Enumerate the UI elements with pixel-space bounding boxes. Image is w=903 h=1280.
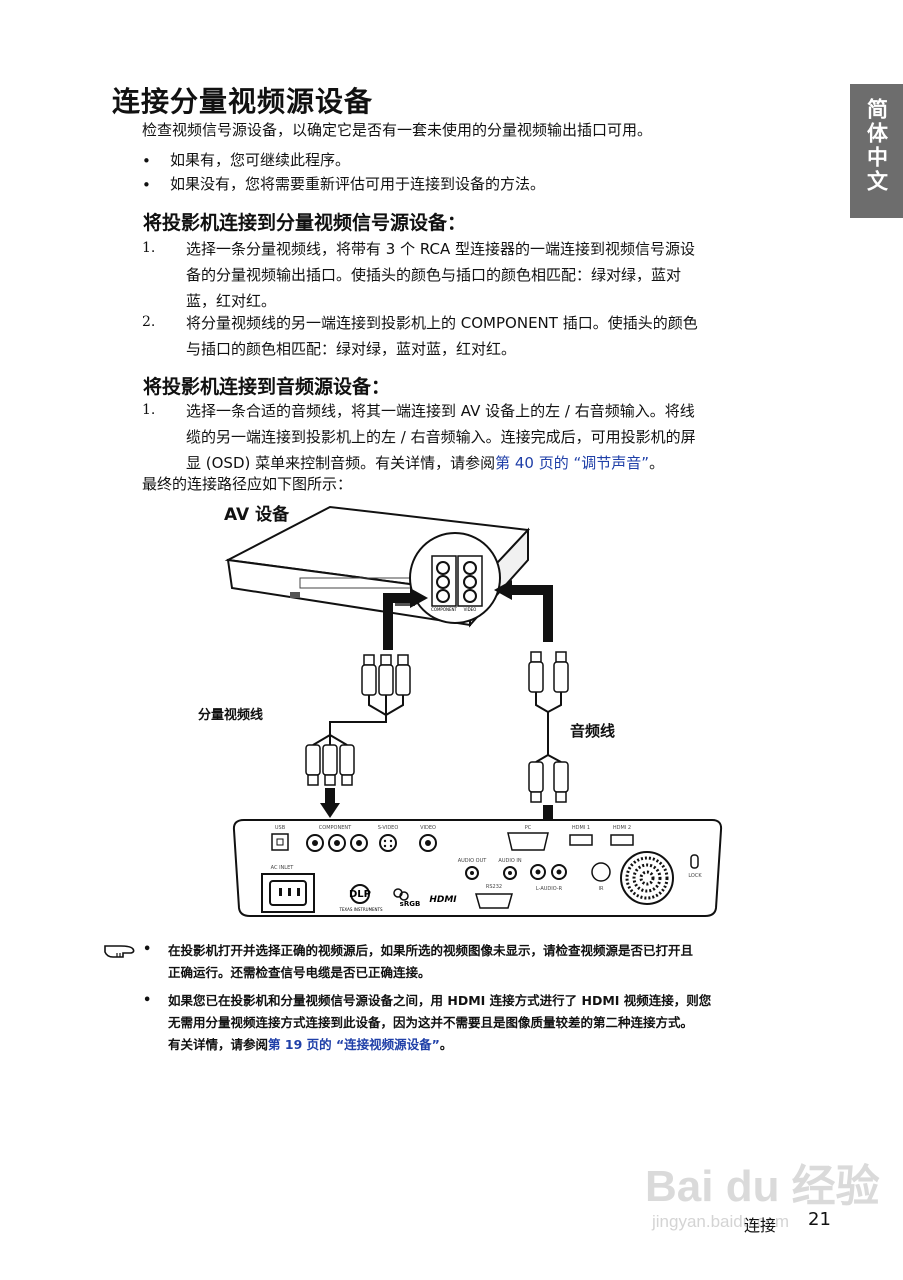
bullet-marker: • <box>142 152 151 170</box>
port-label: USB <box>275 825 286 831</box>
step-2-text: 将分量视频线的另一端连接到投影机上的 COMPONENT 插口。使插头的颜色 与… <box>186 314 698 358</box>
note-1: 在投影机打开并选择正确的视频源后，如果所选的视频图像未显示，请检查视频源是否已打… <box>168 943 694 980</box>
note-hand-icon <box>104 945 135 958</box>
step-1-text: 选择一条分量视频线，将带有 3 个 RCA 型连接器的一端连接到视频信号源设 备… <box>186 240 696 310</box>
audio-cable-label: 音频线 <box>570 722 616 740</box>
srgb-logo: sRGB <box>400 900 421 908</box>
link-connect-video-source[interactable]: 第 19 页的 “连接视频源设备” <box>268 1037 440 1052</box>
page-number: 21 <box>808 1209 831 1230</box>
intro-text: 检查视频信号源设备，以确定它是否有一套未使用的分量视频输出插口可用。 <box>142 121 653 139</box>
language-tab: 简体中文 <box>850 84 903 218</box>
port-label: HDMI 1 <box>572 825 590 831</box>
final-line: 最终的连接路径应如下图所示： <box>142 475 353 493</box>
component-cable-label: 分量视频线 <box>198 708 264 723</box>
dlp-logo: DLP <box>349 889 371 900</box>
bullet-marker: • <box>142 176 151 194</box>
port-label: VIDEO <box>420 825 436 831</box>
audio-step-text: 选择一条合适的音频线，将其一端连接到 AV 设备上的左 / 右音频输入。将线 缆… <box>186 402 696 472</box>
port-label: L-AUDIO-R <box>536 886 563 892</box>
section-heading-audio: 将投影机连接到音频源设备： <box>143 376 391 398</box>
port-label: S-VIDEO <box>378 825 399 831</box>
port-label: AUDIO IN <box>498 858 521 864</box>
step-number: 2. <box>142 314 156 330</box>
link-adjust-sound[interactable]: 第 40 页的 “调节声音” <box>495 454 650 472</box>
watermark-logo: Bai du 经验 <box>645 1162 880 1211</box>
av-panel-label: VIDEO <box>464 607 477 612</box>
note-bullet: • <box>143 942 152 957</box>
av-panel-label: COMPONENT <box>431 607 457 612</box>
port-label: COMPONENT <box>319 825 352 831</box>
port-label: HDMI 2 <box>613 825 631 831</box>
port-label: IR <box>599 886 604 892</box>
port-label: RS232 <box>486 884 502 890</box>
step-number: 1. <box>142 240 156 256</box>
connection-diagram: COMPONENT VIDEO <box>224 505 723 917</box>
note-2: 如果您已在投影机和分量视频信号源设备之间，用 HDMI 连接方式进行了 HDMI… <box>168 993 712 1052</box>
note-bullet: • <box>143 993 152 1008</box>
ti-logo: TEXAS INSTRUMENTS <box>338 907 383 912</box>
port-label: LOCK <box>688 873 702 879</box>
watermark-url: jingyan.baidu.com <box>652 1212 790 1231</box>
section-heading-component: 将投影机连接到分量视频信号源设备： <box>143 212 467 234</box>
projector-rear-panel: USB COMPONENT S-VIDEO VIDEO PC HDMI 1 HD… <box>232 819 723 917</box>
hdmi-logo: HDMI <box>429 895 457 905</box>
port-label: PC <box>525 825 532 831</box>
av-panel-zoom: COMPONENT VIDEO <box>409 532 501 624</box>
av-device-label: AV 设备 <box>224 505 290 525</box>
audio-cable <box>528 651 569 803</box>
step-number: 1. <box>142 402 156 418</box>
page-title: 连接分量视频源设备 <box>112 85 374 118</box>
footer-section: 连接 <box>744 1216 777 1235</box>
port-label: AC INLET <box>271 865 295 871</box>
component-cable <box>305 654 411 786</box>
bullet-item: 如果没有，您将需要重新评估可用于连接到设备的方法。 <box>170 175 546 193</box>
bullet-item: 如果有，您可继续此程序。 <box>170 151 351 169</box>
port-label: AUDIO OUT <box>458 858 488 864</box>
